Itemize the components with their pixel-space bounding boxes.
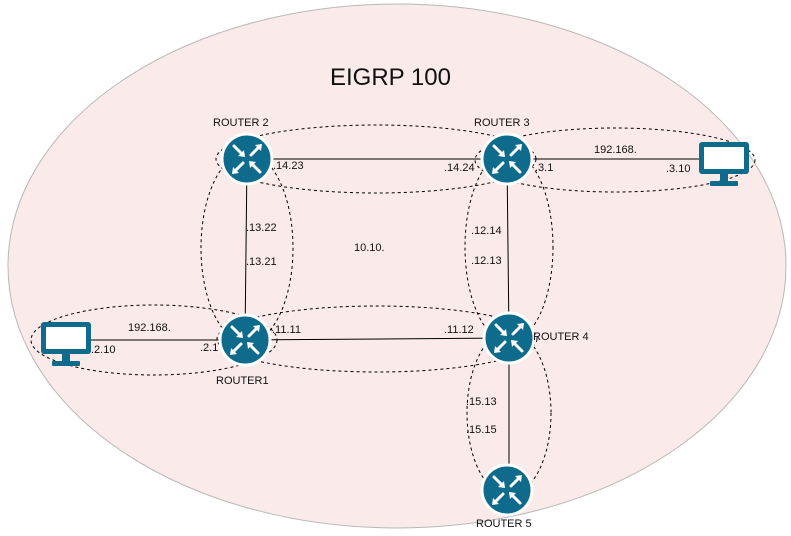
link-group-r4-r5 [466,330,552,496]
link-group-r2-r1 [200,152,294,344]
if-r2-r1-b: .13.21 [246,256,277,268]
router-2-icon [220,132,274,186]
net-r1-pc: 192.168. [128,322,171,334]
link-r3-r4 [506,158,510,339]
router-3-label: ROUTER 3 [474,117,530,129]
if-r3-pc-host: .3.10 [666,163,691,175]
if-r1-pc-host: .2.10 [91,344,116,356]
if-r1-r4-b: .11.12 [444,324,474,336]
if-r1-r4-a: .11.11 [272,324,301,336]
center-network-label: 10.10. [354,242,385,254]
router-1-label: ROUTER1 [216,375,269,387]
link-group-r1-r4 [216,305,538,373]
router-5-icon [480,463,534,517]
eigrp-area [7,3,787,529]
if-r4-r5-a: .15.13 [466,396,497,408]
if-r3-pc-router: .3.1 [535,162,554,174]
router-1-icon [218,313,272,367]
if-r1-pc-router: .2.1 [200,342,219,354]
if-r2-r3-a: .14.23 [273,160,304,172]
link-r1-r4 [244,337,510,341]
if-r2-r1-a: .13.22 [246,222,277,234]
link-r2-r1 [244,158,248,341]
router-3-icon [480,132,534,186]
if-r2-r3-b: .14.24 [444,162,475,174]
router-4-label: ROUTER 4 [533,331,589,343]
if-r3-r4-b: .12.13 [471,255,502,267]
if-r4-r5-b: .15.15 [466,424,497,436]
router-2-label: ROUTER 2 [213,117,269,129]
link-group-r3-pc [474,127,756,193]
net-r3-pc: 192.168. [594,144,637,156]
router-5-label: ROUTER 5 [476,518,532,530]
router-4-icon [482,311,536,365]
if-r3-r4-a: .12.14 [471,225,502,237]
diagram-title: EIGRP 100 [330,64,451,91]
